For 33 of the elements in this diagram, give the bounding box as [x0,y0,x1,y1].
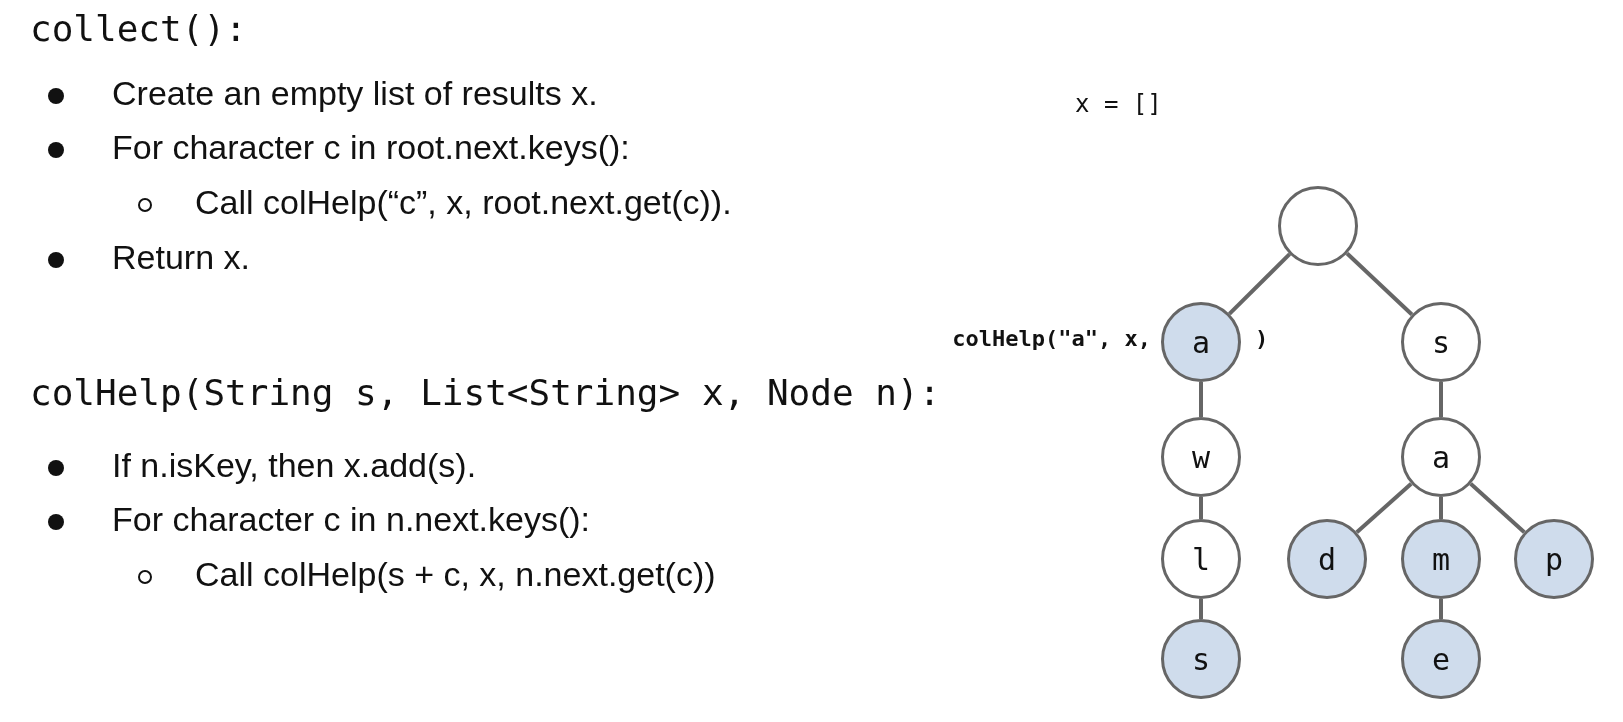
tree-edge [1345,252,1414,316]
tree-edge [1355,482,1413,534]
tree-node: p [1514,519,1594,599]
tree-edge [1199,497,1203,519]
function-heading: colHelp(String s, List<String> x, Node n): [30,372,941,413]
bullet-text: For character c in n.next.keys(): [112,500,591,539]
tree-node: m [1401,519,1481,599]
code-text: x = [] [1075,90,1162,118]
tree-edge [1439,599,1443,619]
bullet-text: Create an empty list of results x. [112,74,598,113]
tree-edge [1228,252,1291,316]
tree-edge [1439,497,1443,519]
bullet-text: Call colHelp(s + c, x, n.next.get(c)) [195,555,716,594]
tree-edge [1439,382,1443,417]
function-call-text: ) [1255,326,1269,351]
bullet-text: Return x. [112,238,250,277]
tree-node: a [1401,417,1481,497]
tree-node: s [1401,302,1481,382]
bullet-text: For character c in root.next.keys(): [112,128,630,167]
bullet-text: Call colHelp(“c”, x, root.next.get(c)). [195,183,732,222]
tree-node: s [1161,619,1241,699]
tree-edge [1469,482,1526,534]
tree-node [1278,186,1358,266]
tree-node: e [1401,619,1481,699]
tree-node: a [1161,302,1241,382]
tree-node: d [1287,519,1367,599]
tree-edge [1199,382,1203,417]
tree-node: w [1161,417,1241,497]
tree-node: l [1161,519,1241,599]
tree-edge [1199,599,1203,619]
bullet-text: If n.isKey, then x.add(s). [112,446,477,485]
function-heading: collect(): [30,8,247,49]
function-call-text: colHelp("a", x, [952,326,1151,351]
